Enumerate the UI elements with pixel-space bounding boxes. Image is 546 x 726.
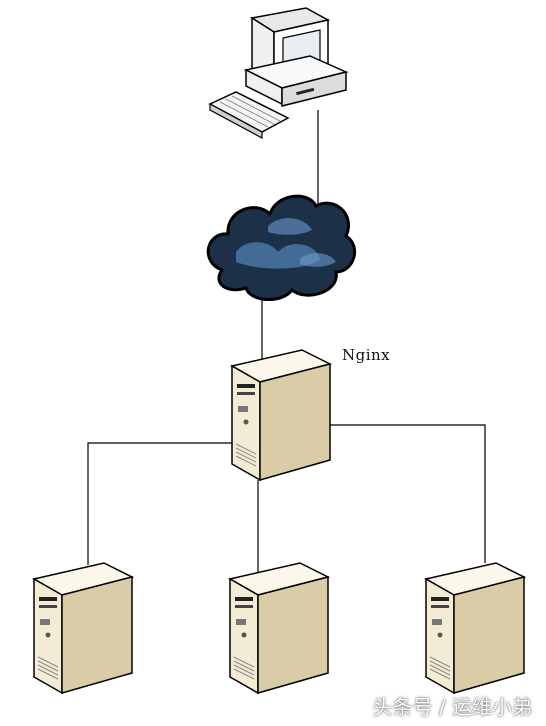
- edge-proxy-backend-1: [87, 442, 236, 565]
- watermark-text: 头条号 / 运维小弟: [372, 695, 532, 719]
- cloud-icon: [206, 194, 357, 301]
- nginx-label: Nginx: [342, 346, 391, 364]
- proxy-server-icon: [231, 349, 331, 481]
- backend-server-2: [229, 562, 329, 694]
- backend-server-3: [425, 562, 525, 694]
- connection-lines: [87, 110, 486, 578]
- desktop-computer-icon: [208, 7, 349, 140]
- edge-proxy-backend-3: [330, 424, 486, 563]
- backend-server-1: [33, 562, 133, 694]
